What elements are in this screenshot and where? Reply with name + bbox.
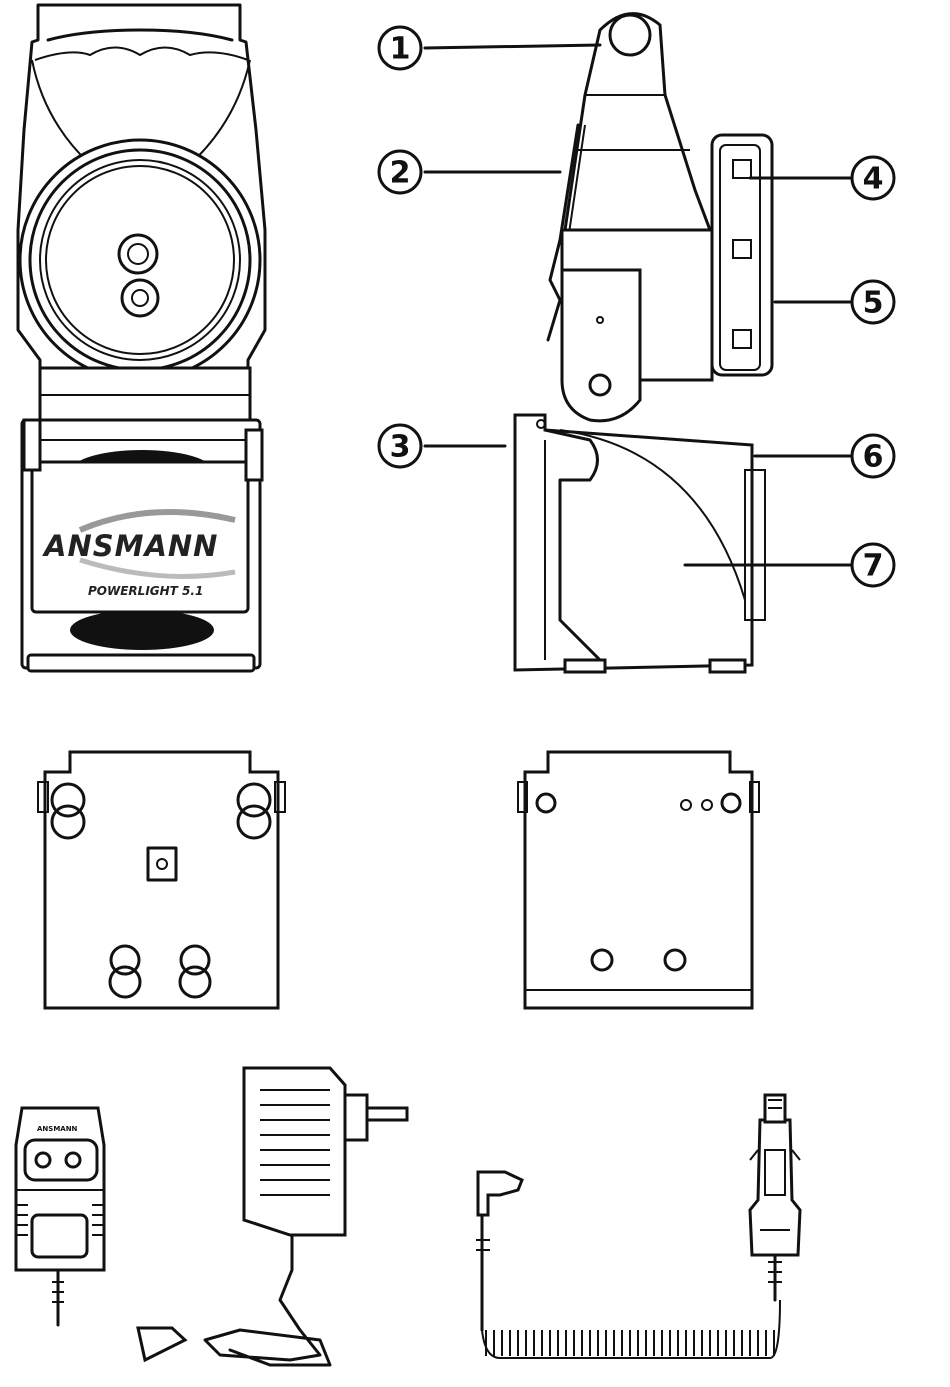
callout-6: 6 xyxy=(852,435,894,477)
callout-5: 5 xyxy=(852,281,894,323)
callout-1-number: 1 xyxy=(390,32,411,67)
compact-charger: ANSMANN xyxy=(16,1108,104,1325)
callout-6-number: 6 xyxy=(863,440,884,475)
mounting-bracket-front xyxy=(38,752,285,1008)
callout-3: 3 xyxy=(379,425,421,467)
callout-4-number: 4 xyxy=(863,162,884,197)
callout-1: 1 xyxy=(379,27,421,69)
callout-2: 2 xyxy=(379,151,421,193)
callout-7: 7 xyxy=(852,544,894,586)
car-charger-cable xyxy=(476,1095,800,1358)
charger-brand-label: ANSMANN xyxy=(37,1125,78,1133)
wall-plug-adapter xyxy=(138,1068,407,1365)
lamp-head-ring xyxy=(20,140,260,380)
callout-3-number: 3 xyxy=(390,430,411,465)
mounting-bracket-back xyxy=(518,752,759,1008)
callout-4: 4 xyxy=(852,157,894,199)
model-name: POWERLIGHT 5.1 xyxy=(88,584,203,598)
callout-2-number: 2 xyxy=(390,156,411,191)
lamp-side-view xyxy=(515,14,772,672)
brand-logo: ANSMANN xyxy=(42,529,218,563)
callout-5-number: 5 xyxy=(863,286,884,321)
lamp-front-view: ANSMANN POWERLIGHT 5.1 xyxy=(18,5,265,671)
callout-7-number: 7 xyxy=(863,549,884,584)
